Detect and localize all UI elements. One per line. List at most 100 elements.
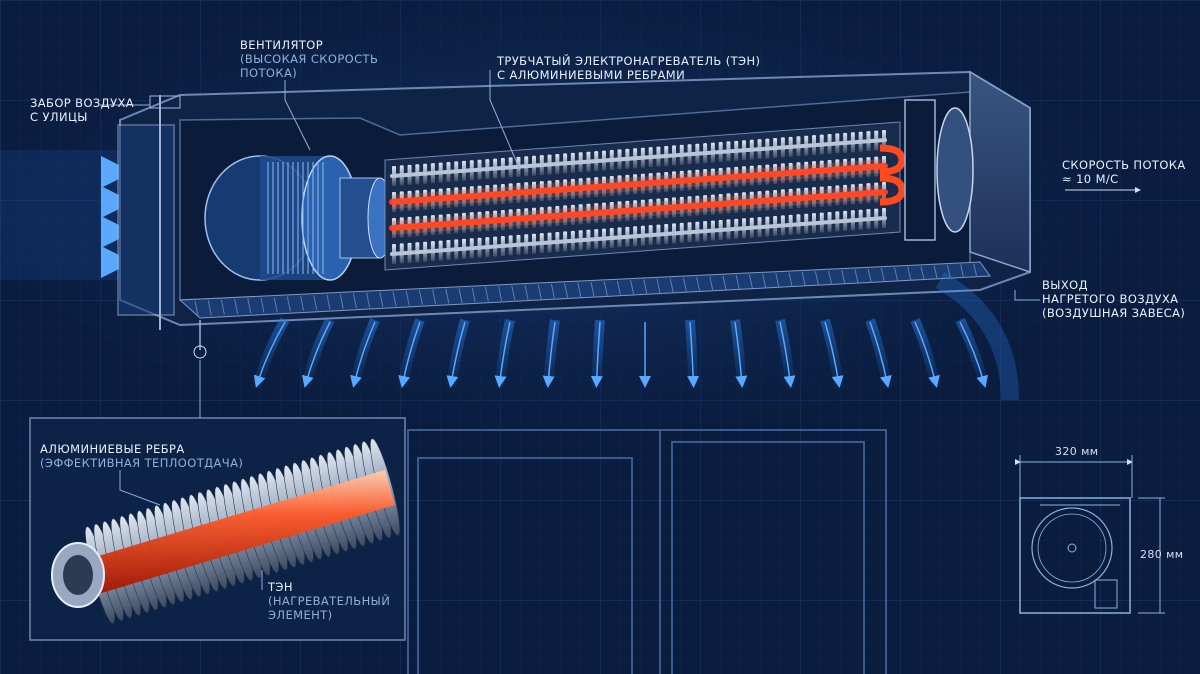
fan-label-sub1: (ВЫСОКАЯ СКОРОСТЬ (240, 52, 379, 66)
grille-slot (630, 280, 635, 295)
fan-label-sub2: ПОТОКА) (240, 66, 298, 80)
heater-rod (390, 138, 887, 178)
u-bend (879, 174, 906, 206)
grille-slot (352, 293, 357, 309)
grille-slot (867, 268, 872, 283)
arrow-down-icon (590, 321, 603, 388)
inset-element-label: ТЭН (НАГРЕВАТЕЛЬНЫЙ ЭЛЕМЕНТ) (268, 580, 390, 622)
outlet-grille (194, 263, 978, 317)
fan-blades (267, 162, 324, 274)
grille-slot (432, 289, 437, 305)
intake-label-line2: С УЛИЦЫ (30, 110, 88, 124)
outlet-label-line2: НАГРЕТОГО ВОЗДУХА (1042, 292, 1179, 306)
arrow-down-icon (302, 321, 331, 388)
grille-slot (933, 265, 938, 280)
arrow-down-icon (914, 321, 940, 388)
grille-slot (616, 280, 621, 295)
heater-rod-hot (389, 189, 888, 231)
grille-slot (643, 279, 648, 294)
arrow-down-icon (779, 321, 796, 388)
inset-element-sub1: (НАГРЕВАТЕЛЬНЫЙ (268, 594, 391, 608)
dimension-width: 320 мм (1055, 445, 1099, 458)
arrow-down-icon (959, 321, 988, 388)
grille-slot (894, 267, 899, 282)
grille-slot (564, 283, 569, 298)
arrow-down-icon (253, 321, 286, 388)
grille-slot (841, 270, 846, 284)
heater-rod (390, 216, 887, 256)
grille-slot (801, 271, 806, 286)
dimension-drawing (1015, 455, 1165, 614)
arrow-down-icon (869, 321, 892, 388)
arrow-down-icon (398, 321, 421, 388)
inset-element-title: ТЭН (268, 580, 293, 594)
arrow-down-icon (824, 321, 844, 388)
grille-slot (814, 271, 819, 286)
grille-slot (603, 281, 608, 296)
doorway (407, 429, 887, 674)
grille-slot (392, 291, 397, 307)
grille-slot (946, 264, 951, 279)
flow-speed-line1: СКОРОСТЬ ПОТОКА (1062, 158, 1186, 172)
mount-bracket-icon (193, 345, 207, 359)
arrow-down-icon (446, 321, 466, 388)
outlet-label-line1: ВЫХОД (1042, 278, 1088, 292)
grille-slot (696, 276, 701, 292)
arrow-down-icon (542, 321, 556, 388)
grille-slot (326, 294, 331, 310)
grille-slot (445, 288, 450, 304)
grille-slot (498, 286, 503, 301)
grille-slot (511, 285, 516, 301)
heater-label-line2: С АЛЮМИНИЕВЫМИ РЕБРАМИ (497, 68, 686, 82)
grille-slot (880, 268, 885, 282)
grille-slot (313, 295, 318, 311)
grille-slot (577, 282, 582, 297)
fan-label-title: ВЕНТИЛЯТОР (240, 38, 324, 52)
grille-slot (907, 266, 912, 281)
outlet-label-line3: (ВОЗДУШНАЯ ЗАВЕСА) (1042, 306, 1186, 320)
heater-label-line1: ТРУБЧАТЫЙ ЭЛЕКТРОНАГРЕВАТЕЛЬ (ТЭН) (497, 54, 761, 68)
intake-label-line1: ЗАБОР ВОЗДУХА (30, 96, 135, 110)
grille-slot (300, 295, 305, 311)
grille-slot (775, 273, 780, 288)
outflow-arrows (252, 317, 990, 390)
grille-slot (366, 292, 371, 308)
arrow-down-icon (734, 321, 748, 388)
intake-grille (117, 124, 175, 316)
heater-bundle (384, 99, 974, 271)
heater-rods (389, 138, 888, 256)
grille-slot (656, 278, 661, 294)
grille-slot (682, 277, 687, 292)
grille-slot (484, 287, 489, 302)
grille-slot (194, 300, 199, 317)
heater-rod-hot (389, 163, 888, 205)
grille-slot (550, 283, 555, 299)
heater-glow (391, 185, 886, 235)
leader-lines (100, 70, 1141, 301)
outlet-label: ВЫХОД НАГРЕТОГО ВОЗДУХА (ВОЗДУШНАЯ ЗАВЕС… (1042, 278, 1185, 320)
grille-slot (762, 273, 767, 288)
inset-panel (29, 410, 406, 641)
grille-slot (537, 284, 542, 299)
grille-slot (960, 264, 965, 278)
grille-slot (286, 296, 291, 312)
inset-fins-title: АЛЮМИНИЕВЫЕ РЕБРА (40, 442, 185, 456)
end-cap (936, 107, 974, 233)
grille-slot (405, 290, 410, 306)
grille-slot (735, 275, 740, 290)
grille-slot (722, 275, 727, 290)
heater-label: ТРУБЧАТЫЙ ЭЛЕКТРОНАГРЕВАТЕЛЬ (ТЭН) С АЛЮ… (497, 54, 760, 82)
arrow-down-icon (350, 321, 376, 388)
grille-slot (220, 299, 225, 315)
inset-element-sub2: ЭЛЕМЕНТ) (268, 608, 333, 622)
grille-slot (854, 269, 859, 284)
grille-slot (590, 281, 595, 297)
fan-label: ВЕНТИЛЯТОР (ВЫСОКАЯ СКОРОСТЬ ПОТОКА) (240, 38, 378, 80)
inset-heater-core (85, 470, 395, 595)
intake-label: ЗАБОР ВОЗДУХА С УЛИЦЫ (30, 96, 134, 124)
grille-slot (788, 272, 793, 287)
arrow-down-icon (494, 321, 511, 388)
grille-slot (920, 266, 925, 280)
